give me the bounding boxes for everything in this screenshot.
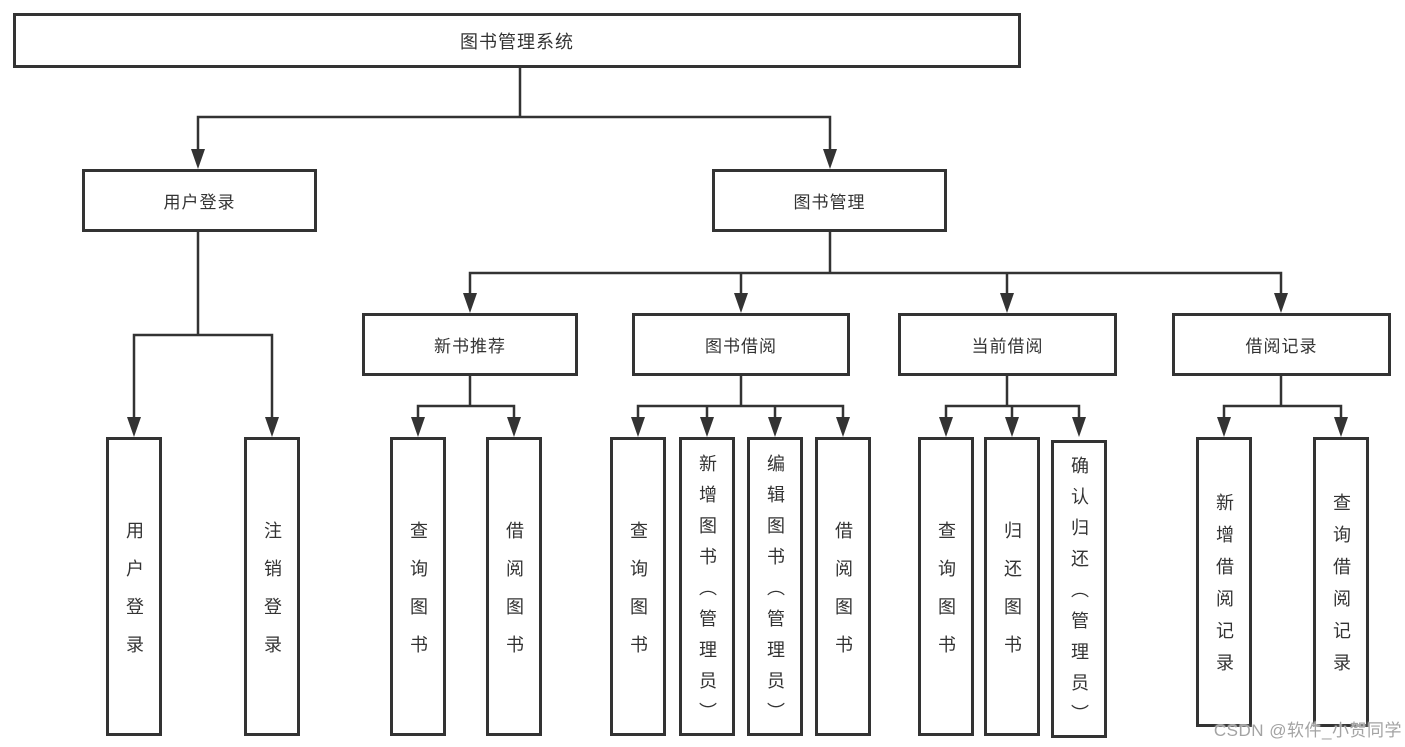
leaf-query-borrow-record: 查询借阅记录 [1313, 437, 1369, 727]
node-label: 新增借阅记录 [1214, 493, 1234, 685]
leaf-logout: 注销登录 [244, 437, 300, 736]
node-label: 新书推荐 [434, 337, 506, 356]
node-label: 编辑图书（管理员） [765, 453, 785, 733]
leaf-user-login: 用户登录 [106, 437, 162, 736]
node-borrowing-records: 借阅记录 [1172, 313, 1391, 376]
node-current-borrowing: 当前借阅 [898, 313, 1117, 376]
node-book-management: 图书管理 [712, 169, 947, 232]
leaf-add-book-admin: 新增图书（管理员） [679, 437, 735, 736]
node-label: 确认归还（管理员） [1069, 456, 1089, 735]
csdn-watermark: CSDN @软件_小贺同学 [1213, 721, 1402, 740]
leaf-add-borrow-record: 新增借阅记录 [1196, 437, 1252, 727]
node-label: 归还图书 [1002, 520, 1022, 673]
tree-edges [132, 66, 1343, 422]
node-label: 借阅图书 [833, 520, 853, 673]
node-label: 图书管理系统 [460, 31, 574, 52]
leaf-query-books-borrowing: 查询图书 [610, 437, 666, 736]
node-label: 查询图书 [408, 520, 428, 673]
leaf-edit-book-admin: 编辑图书（管理员） [747, 437, 803, 736]
node-label: 借阅图书 [504, 520, 524, 673]
leaf-query-books-current: 查询图书 [918, 437, 974, 736]
node-label: 借阅记录 [1245, 337, 1318, 356]
node-label: 新增图书（管理员） [697, 453, 717, 733]
leaf-confirm-return-admin: 确认归还（管理员） [1051, 440, 1107, 738]
node-label: 查询图书 [936, 520, 956, 673]
node-label: 当前借阅 [971, 337, 1044, 356]
node-label: 查询借阅记录 [1331, 493, 1351, 685]
node-book-borrowing: 图书借阅 [632, 313, 850, 376]
node-label: 图书借阅 [705, 337, 777, 356]
leaf-borrow-books-recommend: 借阅图书 [486, 437, 542, 736]
arrowhead-icon [127, 149, 1348, 437]
node-label: 用户登录 [124, 520, 144, 673]
node-new-book-recommend: 新书推荐 [362, 313, 578, 376]
node-label: 图书管理 [793, 193, 866, 212]
node-label: 查询图书 [628, 520, 648, 673]
node-label: 用户登录 [163, 193, 236, 212]
leaf-query-books-recommend: 查询图书 [390, 437, 446, 736]
leaf-return-books: 归还图书 [984, 437, 1040, 736]
node-library-system: 图书管理系统 [13, 13, 1021, 68]
node-label: 注销登录 [262, 520, 282, 673]
leaf-borrow-books: 借阅图书 [815, 437, 871, 736]
node-user-login: 用户登录 [82, 169, 317, 232]
